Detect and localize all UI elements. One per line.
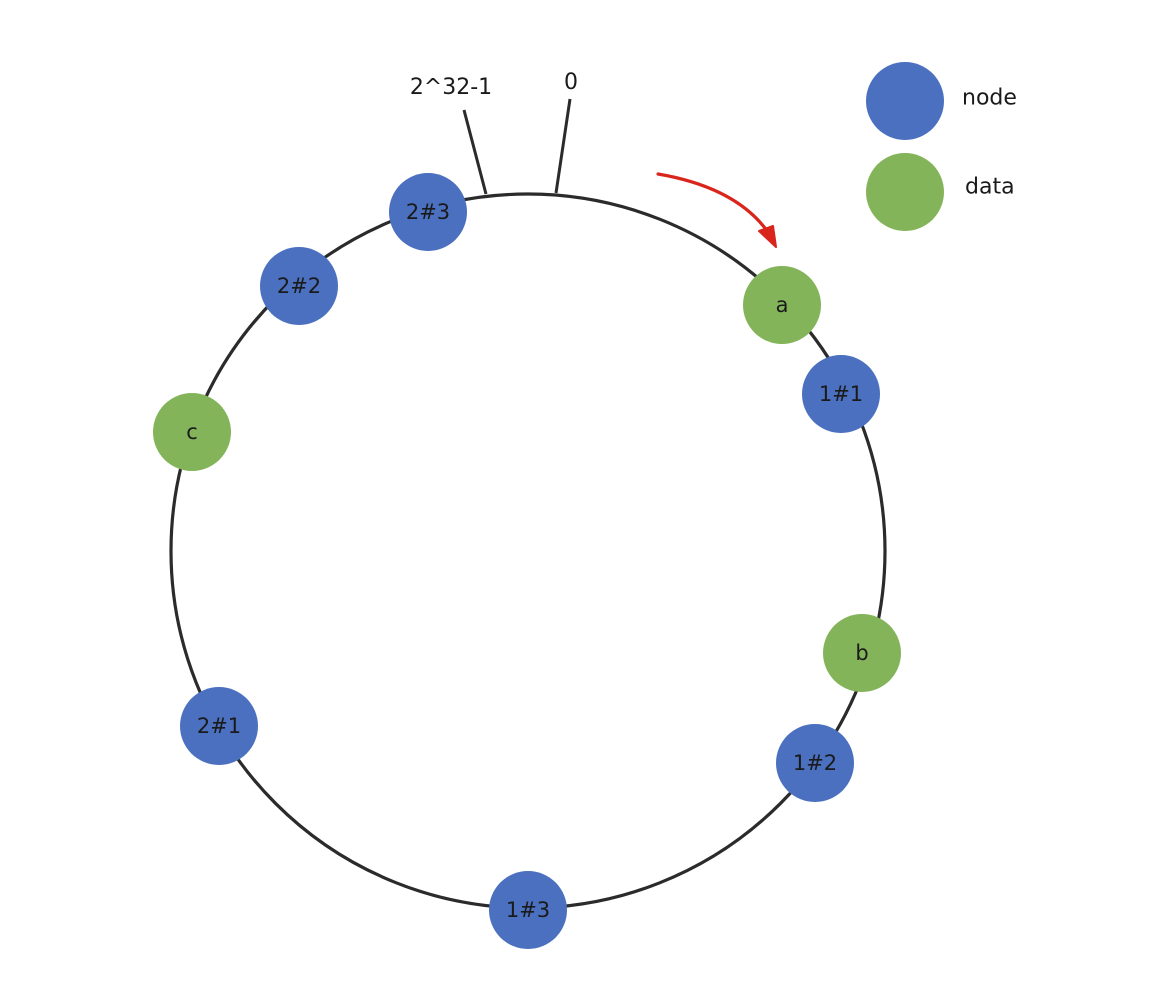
data-label: c — [186, 420, 198, 444]
node-label: 1#1 — [819, 382, 863, 406]
clockwise-arrow-head — [758, 225, 777, 248]
node-label: 2#2 — [277, 274, 321, 298]
data-label: a — [776, 293, 789, 317]
data-circle — [153, 393, 231, 471]
legend-swatch-data — [866, 153, 944, 231]
node-label: 2#1 — [197, 714, 241, 738]
node-circle — [260, 247, 338, 325]
ring-point-data-a: a — [743, 266, 821, 344]
ring-point-data-b: b — [823, 614, 901, 692]
node-label: 1#2 — [793, 751, 837, 775]
data-circle — [743, 266, 821, 344]
node-circle — [802, 355, 880, 433]
legend-swatch-node — [866, 62, 944, 140]
node-circle — [180, 687, 258, 765]
ring-point-node-1-2: 1#2 — [776, 724, 854, 802]
ring-point-data-c: c — [153, 393, 231, 471]
ring-points: 2#3 2#2 c 2#1 1#3 1#2 b 1#1 — [153, 173, 901, 949]
legend-label-node: node — [962, 86, 1017, 111]
tick-zero-label: 0 — [564, 70, 578, 95]
ring-point-node-2-3: 2#3 — [389, 173, 467, 251]
data-circle — [823, 614, 901, 692]
ring-point-node-2-2: 2#2 — [260, 247, 338, 325]
node-circle — [489, 871, 567, 949]
legend-item-data: data — [866, 153, 1015, 231]
node-label: 1#3 — [506, 898, 550, 922]
legend-label-data: data — [965, 175, 1015, 200]
ring-point-node-1-1: 1#1 — [802, 355, 880, 433]
legend-item-node: node — [866, 62, 1017, 140]
clockwise-arrow — [656, 172, 777, 248]
ring-point-node-1-3: 1#3 — [489, 871, 567, 949]
node-label: 2#3 — [406, 200, 450, 224]
data-label: b — [855, 641, 868, 665]
tick-max-label: 2^32-1 — [410, 75, 492, 100]
tick-zero — [554, 98, 572, 194]
ring-point-node-2-1: 2#1 — [180, 687, 258, 765]
tick-max — [462, 109, 488, 195]
node-circle — [389, 173, 467, 251]
legend: node data — [866, 62, 1017, 231]
clockwise-arrow-shaft — [656, 172, 770, 234]
node-circle — [776, 724, 854, 802]
